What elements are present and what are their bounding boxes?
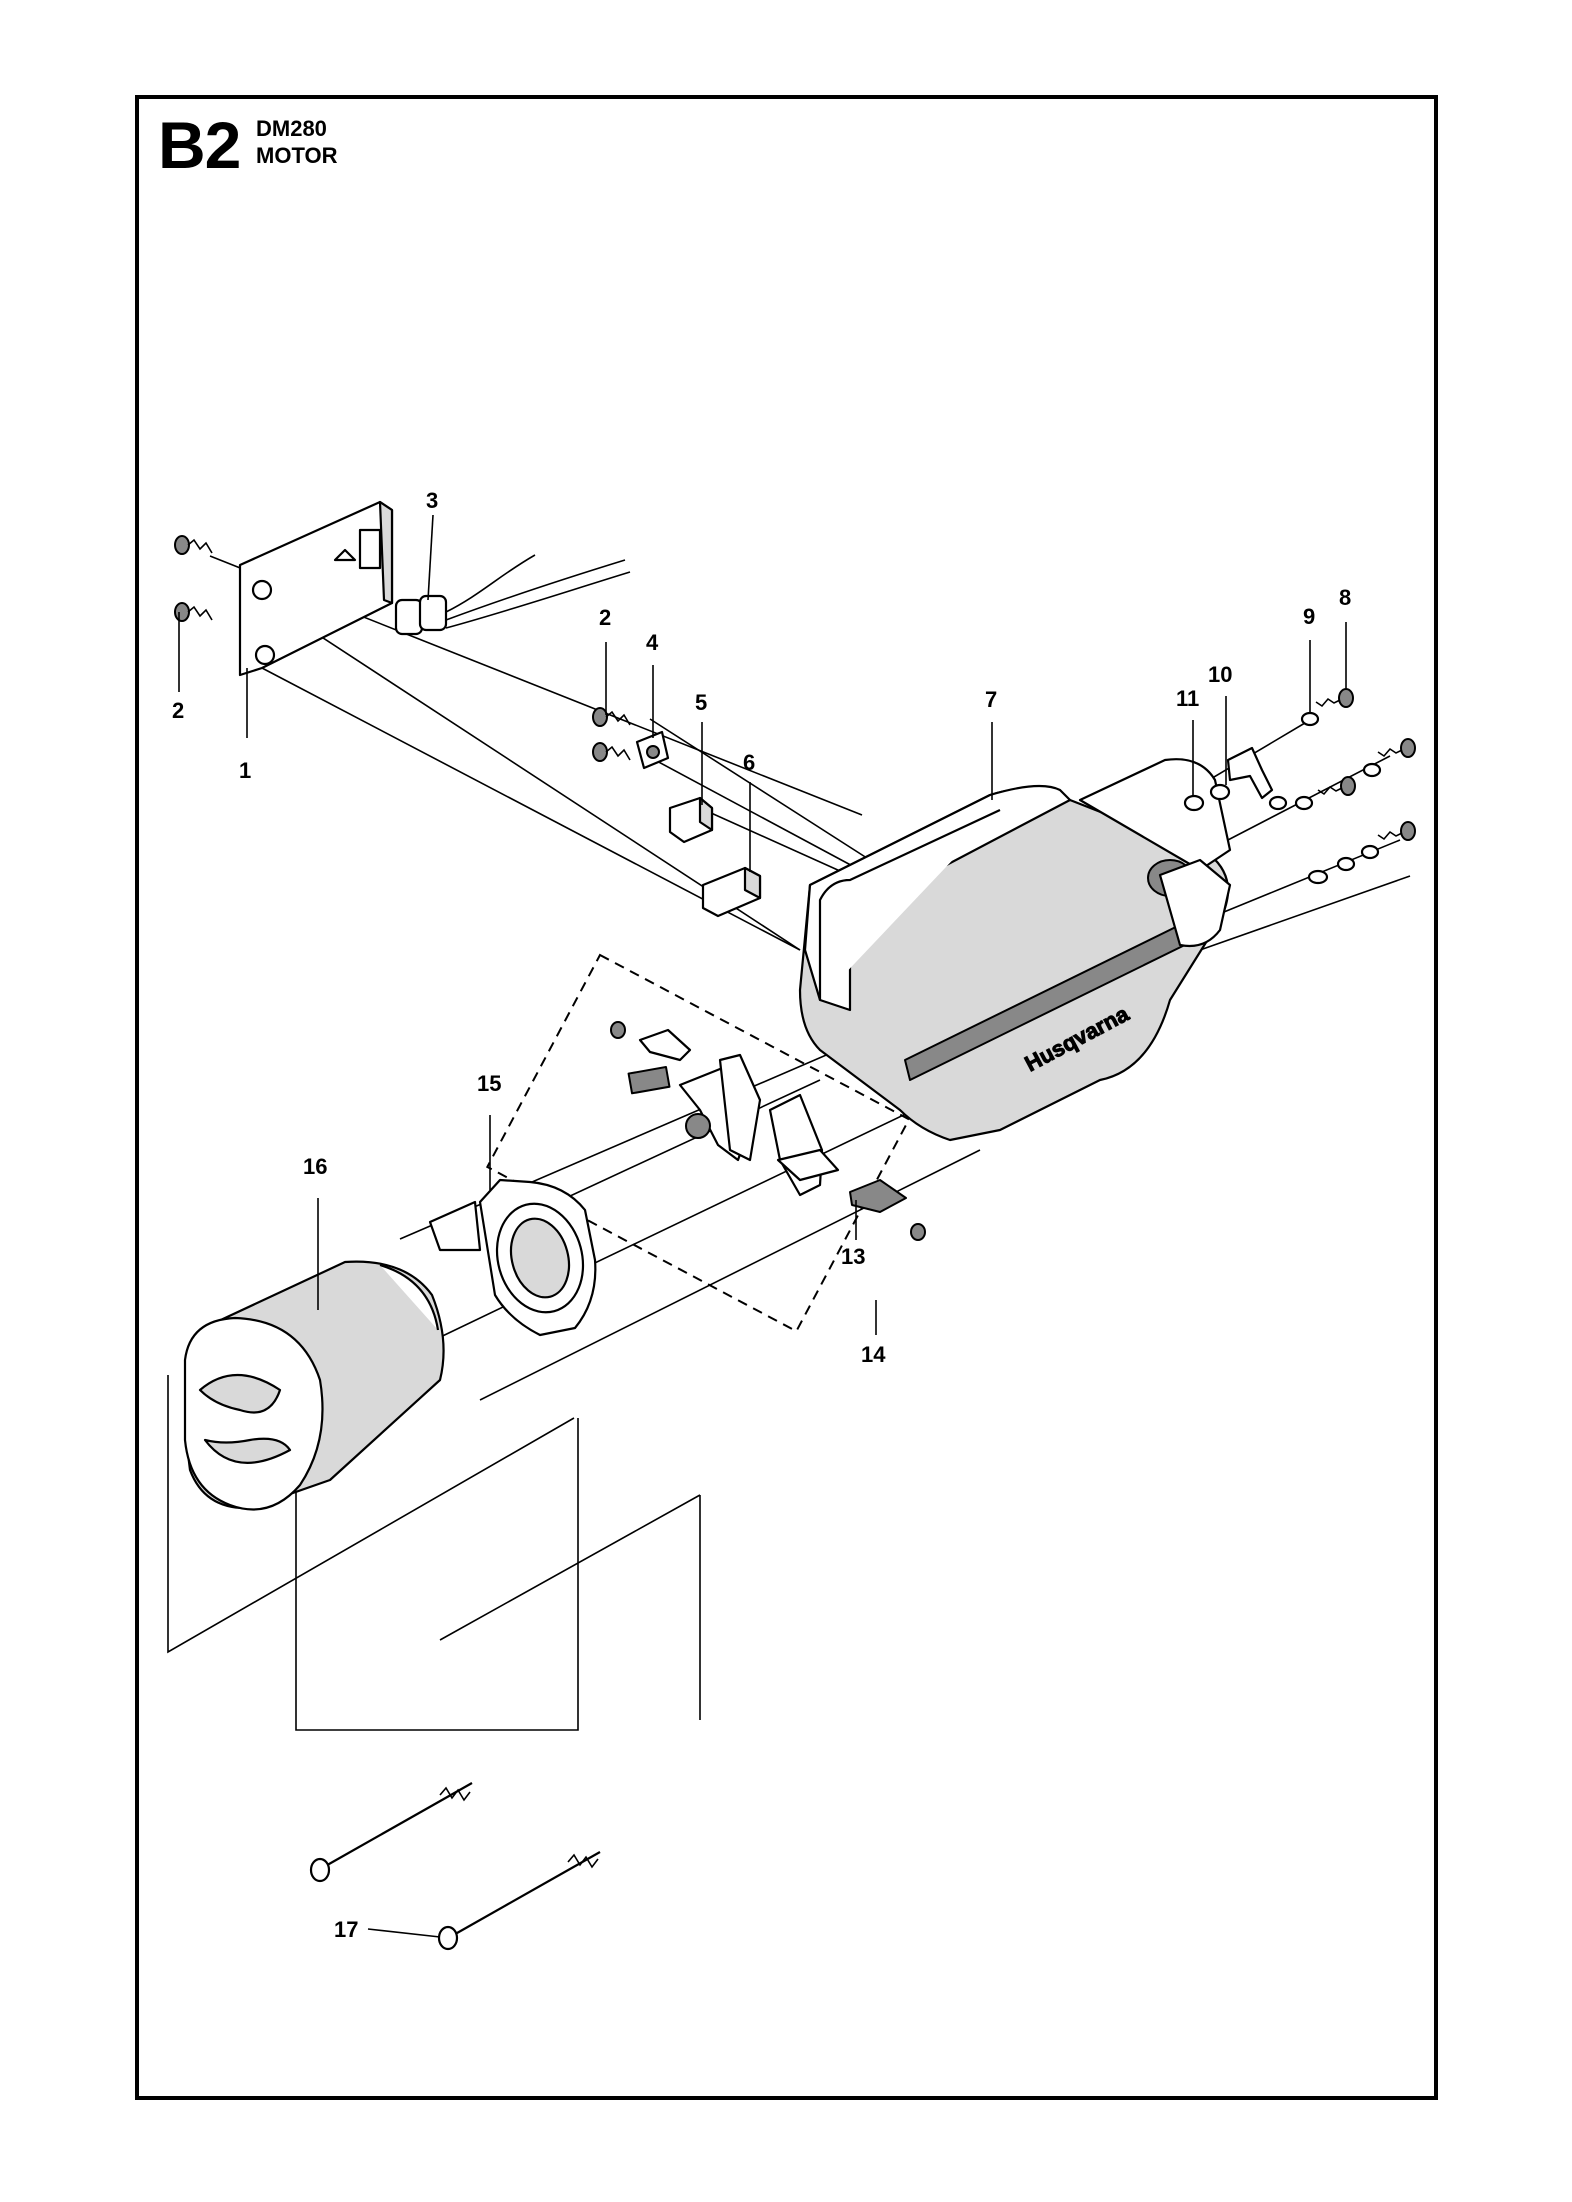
- callout-2-left: 2: [172, 698, 184, 723]
- part-5-switch: [668, 796, 714, 844]
- callout-17: 17: [334, 1917, 358, 1942]
- callout-14: 14: [861, 1342, 886, 1367]
- callout-3: 3: [426, 488, 438, 513]
- callouts: 1 2 2 3 4 5 6 7 8 9 10 11 13 14 15 16 17: [172, 488, 1351, 1942]
- callout-leaders: [178, 514, 1347, 1938]
- page-frame: [135, 95, 1438, 2100]
- callout-6: 6: [743, 750, 755, 775]
- part-15-end-shield: [428, 1178, 597, 1337]
- part-8-screw: [1315, 688, 1354, 708]
- part-3-cable: [394, 554, 631, 636]
- part-16-stator: [183, 1260, 445, 1511]
- part-4-clamp: [635, 730, 670, 770]
- part-2-screw-upper-left: [174, 535, 213, 555]
- callout-8: 8: [1339, 585, 1351, 610]
- callout-2-middle: 2: [599, 605, 611, 630]
- part-14-brush-group-outline: [485, 953, 911, 1333]
- callout-9: 9: [1303, 604, 1315, 629]
- model-name: DM280: [256, 116, 327, 141]
- part-9-washer: [1300, 711, 1320, 727]
- part-14-brush-holders: [610, 1021, 840, 1197]
- callout-4: 4: [646, 630, 659, 655]
- callout-15: 15: [477, 1071, 501, 1096]
- group-name: MOTOR: [256, 143, 338, 168]
- callout-11: 11: [1176, 686, 1199, 711]
- callout-10: 10: [1208, 662, 1232, 687]
- part-7-motor-housing: Husqvarna: [798, 758, 1232, 1142]
- callout-16: 16: [303, 1154, 327, 1179]
- part-2-screw-middle: [592, 707, 631, 762]
- assembly-guide-lines: [167, 555, 1411, 1731]
- part-10-bracket: [1226, 746, 1288, 811]
- callout-5: 5: [695, 690, 707, 715]
- right-screw-set: [1294, 738, 1416, 885]
- part-13-brush: [849, 1179, 926, 1241]
- callout-7: 7: [985, 687, 997, 712]
- callout-1: 1: [239, 758, 251, 783]
- callout-13: 13: [841, 1244, 865, 1269]
- section-code: B2: [158, 108, 241, 182]
- part-11-washer: [1183, 783, 1231, 812]
- part-2-screw-lower-left: [174, 602, 213, 622]
- part-1-cover-plate: [238, 500, 394, 677]
- part-17-long-bolts: [309, 1782, 601, 1951]
- part-6-capacitor: [701, 866, 762, 918]
